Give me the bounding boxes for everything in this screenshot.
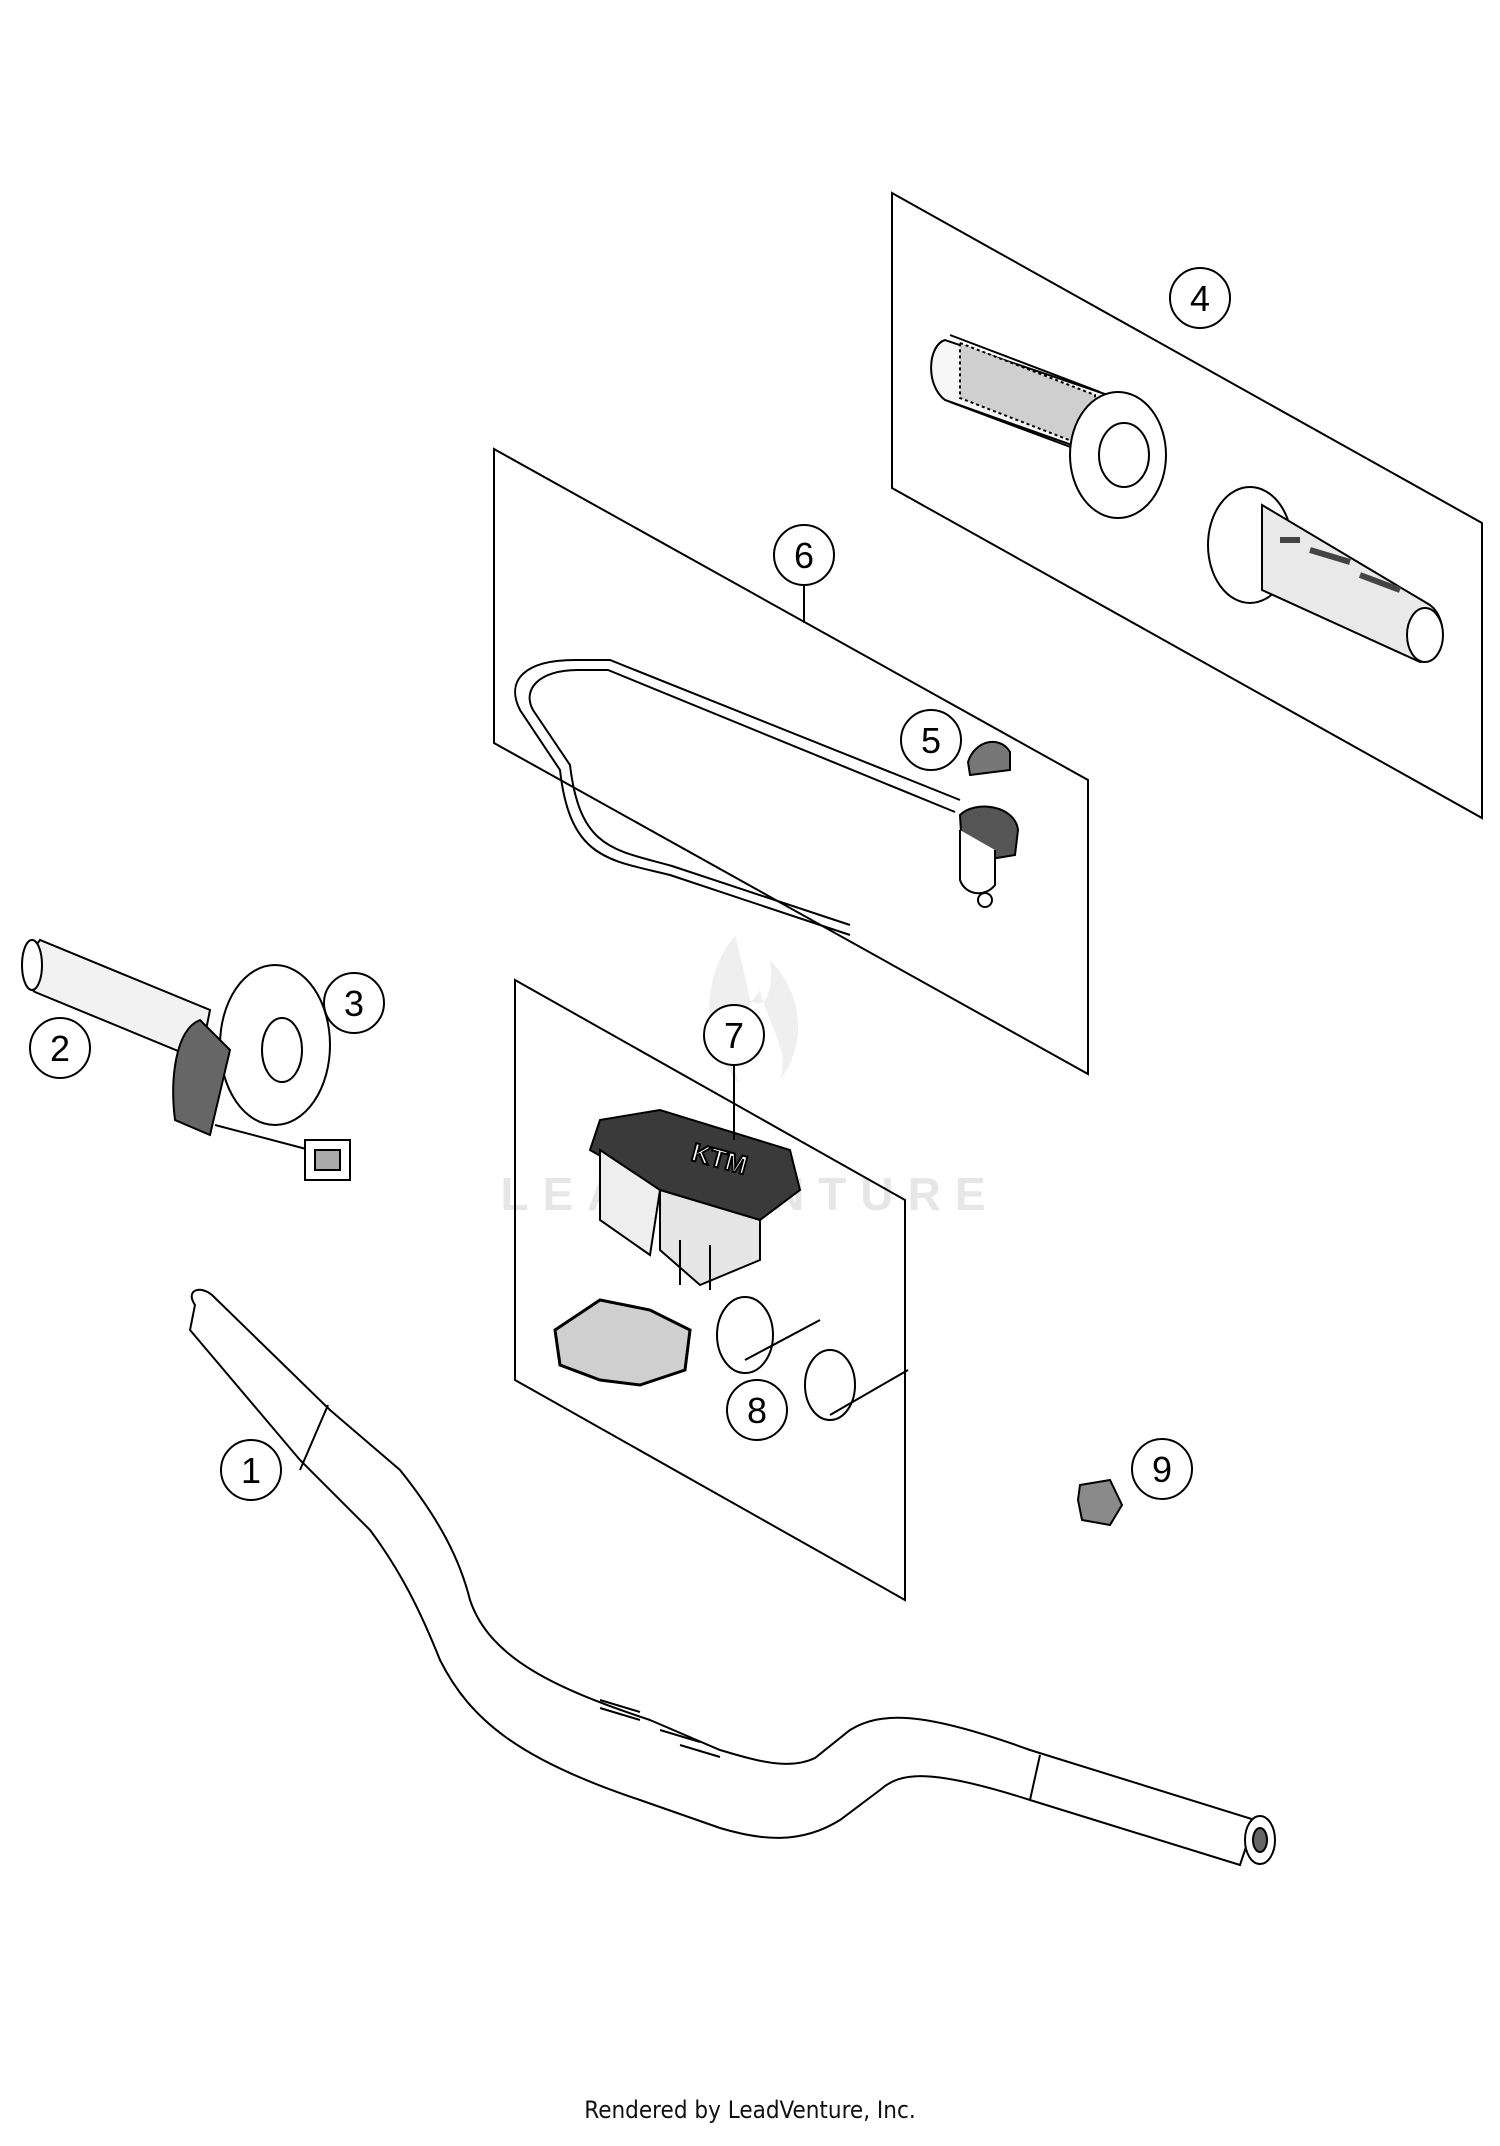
panel-outline — [891, 191, 1483, 820]
throttle-assembly — [21, 938, 351, 1181]
callout-9: 9 — [1131, 1438, 1193, 1500]
panel-outline — [493, 447, 1089, 1076]
callout-2: 2 — [29, 1017, 91, 1079]
svg-text:5: 5 — [921, 720, 941, 761]
svg-text:9: 9 — [1152, 1449, 1172, 1490]
svg-text:8: 8 — [747, 1390, 767, 1431]
grip-left — [930, 334, 1167, 519]
svg-text:2: 2 — [50, 1028, 70, 1069]
panel-kill-switch — [493, 447, 1089, 1076]
kill-switch-body — [958, 805, 1020, 908]
callout-3: 3 — [323, 972, 385, 1034]
callout-8: 8 — [726, 1379, 788, 1441]
callout-5: 5 — [900, 709, 962, 771]
cable-clip-9 — [1076, 1478, 1124, 1527]
panel-outline — [514, 978, 906, 1602]
svg-text:4: 4 — [1190, 278, 1210, 319]
panel-grip-set — [891, 191, 1483, 820]
handlebar-pad: KTM — [588, 1108, 802, 1290]
callout-7: 7 — [703, 1004, 765, 1066]
footer-credit: Rendered by LeadVenture, Inc. — [584, 2096, 916, 2124]
svg-text:6: 6 — [794, 535, 814, 576]
panel-pad-kit: KTM — [514, 978, 909, 1602]
cable-ties-8 — [716, 1296, 909, 1421]
handlebar-1 — [188, 1288, 1276, 1867]
callout-1: 1 — [220, 1439, 282, 1501]
pad-gasket — [553, 1298, 692, 1387]
svg-text:3: 3 — [344, 983, 364, 1024]
svg-text:1: 1 — [241, 1450, 261, 1491]
callout-4: 4 — [1169, 267, 1231, 329]
handlebar-logo — [599, 1699, 721, 1758]
throttle-wire — [214, 1124, 311, 1151]
grip-right — [1207, 486, 1444, 664]
callout-6: 6 — [773, 524, 835, 586]
switch-cable — [514, 659, 961, 936]
switch-cap-5 — [966, 740, 1011, 777]
svg-text:7: 7 — [724, 1015, 744, 1056]
